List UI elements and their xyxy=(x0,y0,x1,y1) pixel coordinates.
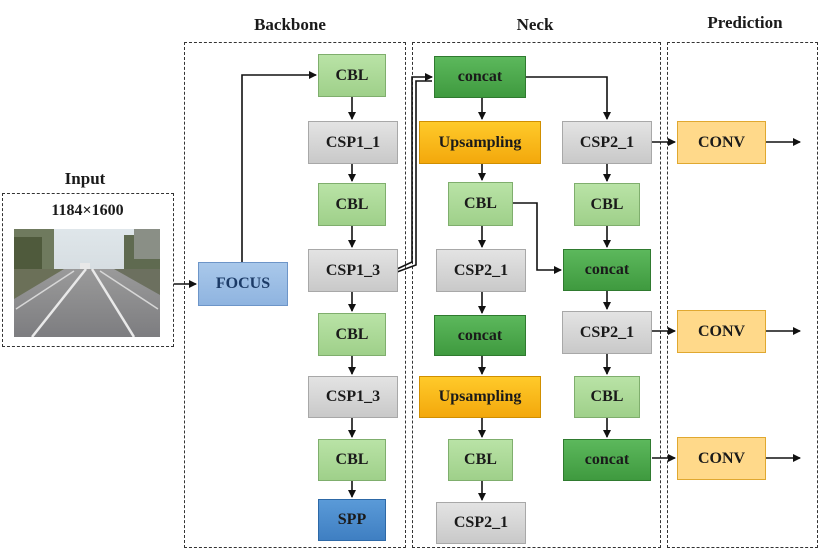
neck-right-concat-1: concat xyxy=(563,249,651,291)
neck-cbl-1: CBL xyxy=(448,182,513,226)
backbone-title: Backbone xyxy=(254,15,326,34)
neck-right-csp2_1-a: CSP2_1 xyxy=(562,121,652,164)
neck-upsampling-2: Upsampling xyxy=(419,376,541,418)
focus-block: FOCUS xyxy=(198,262,288,306)
neck-right-csp2_1-b: CSP2_1 xyxy=(562,311,652,354)
road-photo-drawing xyxy=(14,229,160,337)
neck-right-cbl-1: CBL xyxy=(574,183,640,226)
road-image xyxy=(14,229,160,337)
backbone-region xyxy=(184,42,406,548)
input-title: Input xyxy=(64,169,106,188)
neck-title: Neck xyxy=(516,15,554,34)
backbone-csp1_3-a: CSP1_3 xyxy=(308,249,398,292)
backbone-csp1_3-b: CSP1_3 xyxy=(308,376,398,418)
input-region xyxy=(2,193,174,347)
backbone-cbl-3: CBL xyxy=(318,313,386,356)
neck-csp2_1-a: CSP2_1 xyxy=(436,249,526,292)
neck-concat-2: concat xyxy=(434,315,526,356)
neck-region xyxy=(412,42,661,548)
backbone-csp1_1: CSP1_1 xyxy=(308,121,398,164)
backbone-cbl-4: CBL xyxy=(318,439,386,481)
neck-right-cbl-2: CBL xyxy=(574,376,640,418)
input-size-label: 1184×1600 xyxy=(51,202,124,219)
backbone-cbl-2: CBL xyxy=(318,183,386,226)
neck-upsampling-1: Upsampling xyxy=(419,121,541,164)
spp-block: SPP xyxy=(318,499,386,541)
neck-right-concat-2: concat xyxy=(563,439,651,481)
prediction-region xyxy=(667,42,818,548)
conv-3: CONV xyxy=(677,437,766,480)
backbone-cbl-1: CBL xyxy=(318,54,386,97)
prediction-title: Prediction xyxy=(707,13,783,32)
neck-csp2_1-b: CSP2_1 xyxy=(436,502,526,544)
neck-cbl-2: CBL xyxy=(448,439,513,481)
conv-1: CONV xyxy=(677,121,766,164)
conv-2: CONV xyxy=(677,310,766,353)
neck-concat-1: concat xyxy=(434,56,526,98)
